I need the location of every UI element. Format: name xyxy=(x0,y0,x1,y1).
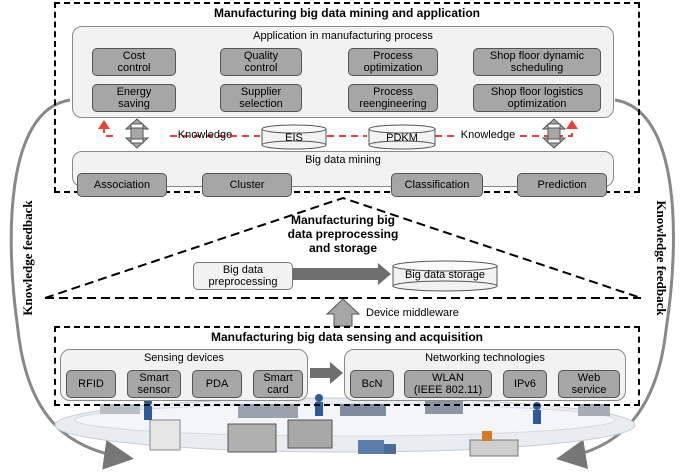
app-item-cost-control[interactable]: Cost control xyxy=(92,48,176,76)
app-item-quality-control[interactable]: Quality control xyxy=(220,48,302,76)
sensing-acquisition-title: Manufacturing big data sensing and acqui… xyxy=(210,330,484,344)
sensing-item-pda[interactable]: PDA xyxy=(192,370,242,398)
storage-cylinder xyxy=(392,260,498,292)
app-item-energy-saving[interactable]: Energy saving xyxy=(92,84,176,112)
network-item-wlan[interactable]: WLAN (IEEE 802.11) xyxy=(404,370,492,398)
storage-label: Big data storage xyxy=(404,269,486,281)
double-arrow-right xyxy=(541,118,567,149)
mining-item-classification[interactable]: Classification xyxy=(391,173,483,197)
app-item-shop-floor-scheduling[interactable]: Shop floor dynamic scheduling xyxy=(473,48,601,76)
app-item-process-optimization[interactable]: Process optimization xyxy=(348,48,438,76)
networking-title: Networking technologies xyxy=(425,352,545,364)
network-item-bcn[interactable]: BcN xyxy=(350,370,394,398)
network-item-web-service[interactable]: Web service xyxy=(558,370,620,398)
mining-item-association[interactable]: Association xyxy=(77,173,167,197)
knowledge-dashed-arrows xyxy=(103,127,573,137)
knowledge-label-left: Knowledge xyxy=(177,129,233,141)
eis-label: EIS xyxy=(285,132,303,144)
preprocessing-triangle xyxy=(44,196,642,299)
sensing-acquisition-frame xyxy=(54,326,640,406)
preprocessing-box[interactable]: Big data preprocessing xyxy=(193,262,293,290)
shop-floor-illustration xyxy=(54,394,636,457)
app-item-process-reengineering[interactable]: Process reengineering xyxy=(348,84,438,112)
mining-item-prediction[interactable]: Prediction xyxy=(517,173,607,197)
preprocessing-storage-title: Manufacturing big data preprocessing and… xyxy=(287,213,399,255)
network-item-ipv6[interactable]: IPv6 xyxy=(503,370,547,398)
middleware-up-arrow xyxy=(325,298,361,327)
app-item-supplier-selection[interactable]: Supplier selection xyxy=(220,84,302,112)
sensing-to-network-arrow xyxy=(310,362,343,384)
app-item-shop-floor-logistics[interactable]: Shop floor logistics optimization xyxy=(473,84,601,112)
mining-application-title: Manufacturing big data mining and applic… xyxy=(213,6,480,20)
knowledge-feedback-right: Knowledge feedback xyxy=(654,200,669,316)
application-title: Application in manufacturing process xyxy=(253,30,433,42)
sensing-item-rfid[interactable]: RFID xyxy=(66,370,116,398)
eis-cylinder xyxy=(261,124,327,150)
pdkm-label: PDKM xyxy=(386,132,418,144)
preprocess-to-storage-arrow xyxy=(292,263,391,285)
middleware-label: Device middleware xyxy=(366,307,459,319)
knowledge-label-right: Knowledge xyxy=(460,129,516,141)
sensing-devices-title: Sensing devices xyxy=(143,352,225,364)
double-arrow-left xyxy=(124,118,150,149)
feedback-loop-right xyxy=(556,98,675,470)
mining-item-cluster[interactable]: Cluster xyxy=(202,173,292,197)
feedback-loop-left xyxy=(9,98,134,470)
knowledge-feedback-left: Knowledge feedback xyxy=(20,200,35,316)
pdkm-cylinder xyxy=(368,124,436,150)
sensing-item-smart-card[interactable]: Smart card xyxy=(253,370,303,398)
mining-application-frame xyxy=(54,2,640,193)
sensing-item-smart-sensor[interactable]: Smart sensor xyxy=(127,370,181,398)
mining-title: Big data mining xyxy=(305,154,381,166)
